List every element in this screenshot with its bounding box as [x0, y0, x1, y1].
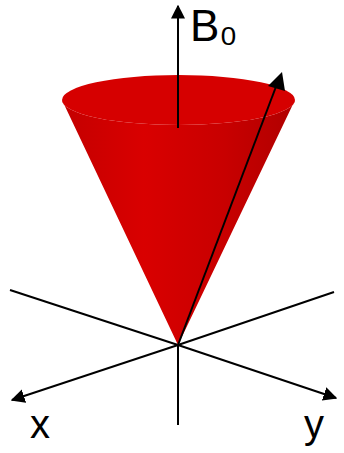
z-axis [177, 345, 179, 425]
cone-body [62, 100, 295, 345]
field-label: B₀ [190, 4, 238, 48]
magnetization-vector [178, 84, 277, 345]
axis-label: y [304, 404, 324, 444]
neg-x-axis [178, 292, 334, 345]
field-arrow [177, 6, 179, 128]
y-axis [178, 345, 336, 398]
magnetization-arrowhead [268, 72, 285, 91]
x-axis [12, 345, 178, 400]
neg-y-axis [10, 290, 178, 345]
axis-label: x [30, 404, 50, 444]
